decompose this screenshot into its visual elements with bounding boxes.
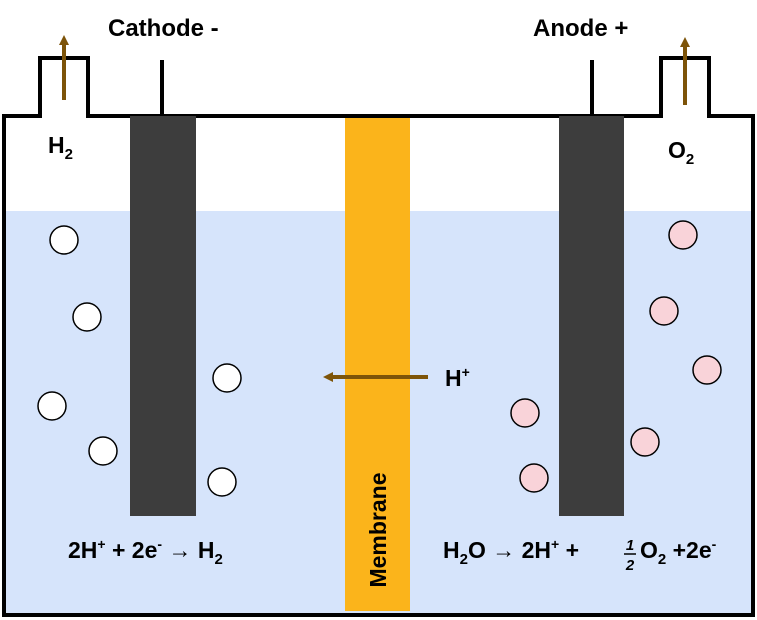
o2-bubble [649, 296, 679, 326]
h2-bubble [37, 391, 67, 421]
o2-bubble [692, 355, 722, 385]
cathode-label: Cathode - [108, 15, 219, 42]
h2-bubble [72, 302, 102, 332]
anode-reaction-part1: H2O → 2H+ + [443, 536, 579, 568]
h2-bubble [88, 436, 118, 466]
o2-bubbles [510, 220, 722, 493]
h2-gas-label: H2 [48, 132, 73, 163]
fraction-denominator: 2 [625, 557, 635, 574]
proton-label: H+ [445, 364, 470, 391]
o2-gas-label: O2 [668, 137, 694, 168]
o2-bubble [630, 427, 660, 457]
membrane [345, 118, 410, 611]
o2-bubble [668, 220, 698, 250]
cathode-electrode [130, 116, 196, 516]
anode-label: Anode + [533, 15, 628, 42]
h2-bubble [49, 225, 79, 255]
h2-bubble [212, 363, 242, 393]
fraction-numerator: 1 [626, 537, 634, 554]
h2-bubbles [37, 225, 242, 497]
tank-outline [2, 56, 755, 617]
membrane-label: Membrane [365, 472, 391, 587]
o2-bubble [519, 463, 549, 493]
anode-reaction-part2: O2 +2e- [640, 536, 717, 568]
cathode-reaction: 2H+ + 2e- → H2 [68, 536, 223, 568]
o2-bubble [510, 398, 540, 428]
h2-bubble [207, 467, 237, 497]
anode-electrode [559, 116, 624, 516]
